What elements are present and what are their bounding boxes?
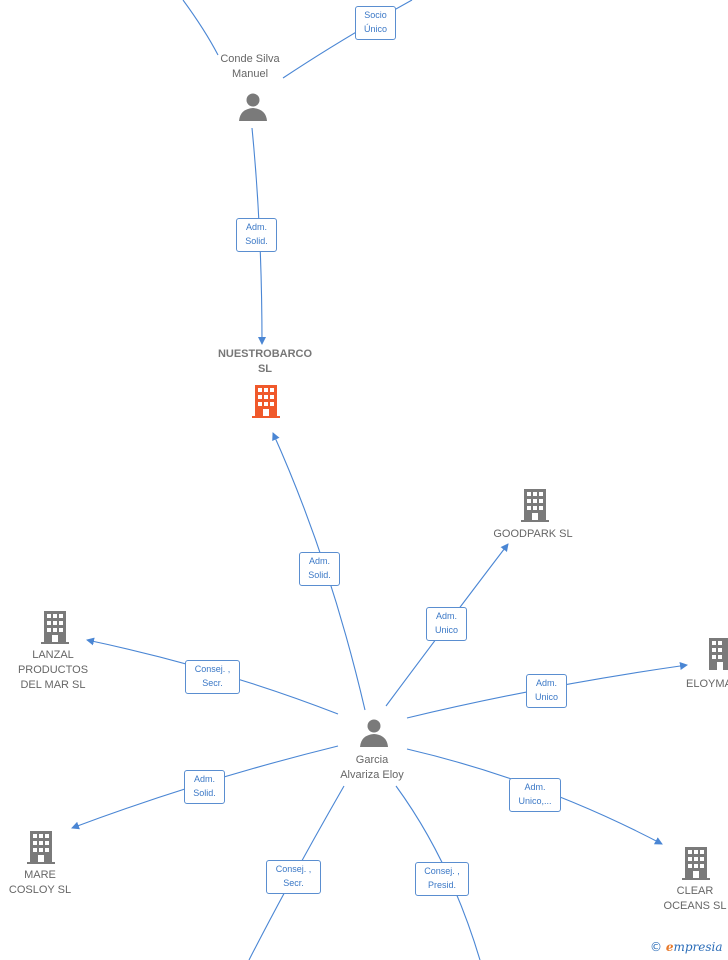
- node-clear-oceans-sl[interactable]: CLEAR OCEANS SL: [650, 884, 728, 914]
- node-conde-silva-manuel[interactable]: Conde Silva Manuel: [200, 52, 300, 82]
- building-icon: [682, 847, 710, 880]
- edge-label-adm-solid-mare[interactable]: Adm. Solid.: [184, 770, 225, 804]
- edge-label-consej-secr-bottom[interactable]: Consej. , Secr.: [266, 860, 321, 894]
- building-icon: [27, 831, 55, 864]
- person-icon: [360, 719, 388, 747]
- node-mare-cosloy-sl[interactable]: MARE COSLOY SL: [0, 868, 90, 898]
- node-label: MARE COSLOY SL: [8, 869, 72, 896]
- brand-name: mpresia: [673, 940, 723, 954]
- node-label: CLEAR OCEANS SL: [663, 885, 727, 912]
- node-label: GOODPARK SL: [493, 528, 573, 540]
- edge-label-adm-solid-conde[interactable]: Adm. Solid.: [236, 218, 277, 252]
- building-icon: [521, 489, 549, 522]
- edge-label-socio-unico[interactable]: Socio Único: [355, 6, 396, 40]
- node-goodpark-sl[interactable]: GOODPARK SL: [483, 527, 583, 542]
- person-icon: [239, 93, 267, 121]
- node-lanzal-productos-del-mar-sl[interactable]: LANZAL PRODUCTOS DEL MAR SL: [3, 648, 103, 693]
- edge-top-left-offscreen: [182, 0, 219, 56]
- node-label: NUESTROBARCO SL: [217, 348, 313, 375]
- edge-label-adm-unico-goodpark[interactable]: Adm. Unico: [426, 607, 467, 641]
- node-label: ELOYMA: [686, 678, 728, 690]
- node-nuestrobarco-sl[interactable]: NUESTROBARCO SL: [205, 347, 325, 377]
- edge-label-adm-unico-clear[interactable]: Adm. Unico,...: [509, 778, 561, 812]
- node-eloyma[interactable]: ELOYMA: [686, 677, 728, 692]
- edge-label-consej-secr-lanzal[interactable]: Consej. , Secr.: [185, 660, 240, 694]
- empresia-logo: © empresia: [650, 940, 723, 954]
- node-label: Conde Silva Manuel: [220, 53, 280, 80]
- building-icon: [252, 385, 280, 418]
- node-label: Garcia Alvariza Eloy: [340, 754, 404, 781]
- node-garcia-alvariza-eloy[interactable]: Garcia Alvariza Eloy: [322, 753, 422, 783]
- node-label: LANZAL PRODUCTOS DEL MAR SL: [17, 649, 89, 691]
- copyright-icon: ©: [650, 940, 662, 954]
- edge-label-adm-solid-garcia[interactable]: Adm. Solid.: [299, 552, 340, 586]
- building-icon: [41, 611, 69, 644]
- edge-label-consej-presid-bottom[interactable]: Consej. , Presid.: [415, 862, 469, 896]
- brand-initial: e: [665, 940, 674, 954]
- building-icon: [709, 638, 728, 670]
- edge-label-adm-unico-eloyma[interactable]: Adm. Unico: [526, 674, 567, 708]
